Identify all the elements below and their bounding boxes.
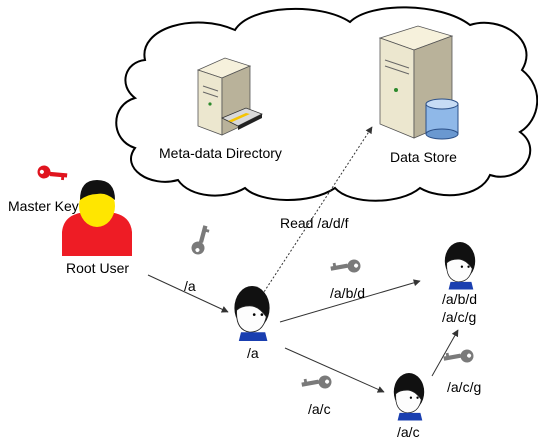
key-acg-icon <box>441 339 477 374</box>
cloud-shape <box>115 6 538 202</box>
key-a-label: /a <box>184 278 196 294</box>
meta-directory-label: Meta-data Directory <box>159 145 282 161</box>
arrow-a-to-top-user <box>279 279 421 323</box>
key-acg-label: /a/c/g <box>447 379 481 395</box>
user-top-label-line2: /a/c/g <box>442 309 476 325</box>
root-user-label: Root User <box>66 260 129 276</box>
arrow-bottom-to-top-user <box>431 329 459 377</box>
user-a-label: /a <box>247 345 259 361</box>
key-ac-label: /a/c <box>308 401 331 417</box>
user-top-icon <box>444 241 476 290</box>
read-request-arrow <box>261 126 373 296</box>
user-bottom-icon <box>393 372 425 421</box>
read-path-label: Read /a/d/f <box>280 215 349 231</box>
data-store-label: Data Store <box>390 149 457 165</box>
data-store-server-icon <box>378 25 459 140</box>
database-cylinder-icon <box>425 98 459 140</box>
root-user-icon <box>62 180 132 256</box>
user-top-label-line1: /a/b/d <box>442 291 477 307</box>
master-key-icon <box>34 156 70 191</box>
key-abd-label: /a/b/d <box>330 285 365 301</box>
key-abd-icon <box>328 249 364 284</box>
arrow-root-to-a <box>147 274 229 313</box>
metadata-server-icon <box>196 57 263 136</box>
master-key-label: Master Key <box>8 198 79 214</box>
user-a-icon <box>233 285 271 342</box>
key-ac-icon <box>299 365 335 400</box>
user-bottom-label: /a/c <box>397 424 420 440</box>
arrow-a-to-bottom-user <box>284 347 385 393</box>
key-a-icon <box>183 223 218 257</box>
